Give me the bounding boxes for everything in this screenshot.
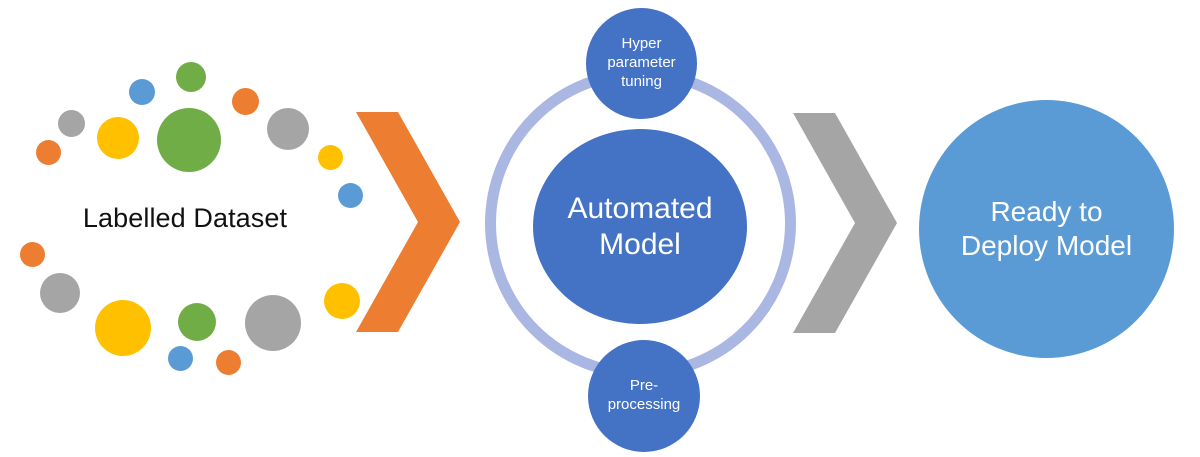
automated-model-stage: Hyper parameter tuning Automated Model P… — [478, 0, 808, 457]
dot-orange-top-right — [232, 88, 259, 115]
dot-grey-bottom-right — [245, 295, 301, 351]
ready-to-deploy-node[interactable]: Ready to Deploy Model — [919, 100, 1174, 358]
dot-blue-right — [338, 183, 363, 208]
labelled-dataset-label: Labelled Dataset — [82, 203, 288, 233]
dot-orange-left — [36, 140, 61, 165]
dot-green-bottom — [178, 303, 216, 341]
preprocessing-node[interactable]: Pre- processing — [588, 340, 700, 452]
automated-model-label: Automated Model — [567, 192, 713, 261]
hyperparameter-tuning-label: Hyper parameter tuning — [607, 35, 676, 90]
dot-yellow-right — [318, 145, 343, 170]
dot-blue-top-left — [129, 79, 155, 105]
dot-grey-upper-right — [267, 108, 309, 150]
dot-orange-lower-left — [20, 242, 45, 267]
automated-model-node[interactable]: Automated Model — [533, 129, 747, 324]
ready-to-deploy-label: Ready to Deploy Model — [960, 196, 1133, 261]
dot-grey-upper-left — [58, 110, 85, 137]
hyperparameter-tuning-node[interactable]: Hyper parameter tuning — [586, 8, 697, 119]
preprocessing-label: Pre- processing — [607, 377, 681, 413]
dot-green-top — [176, 62, 206, 92]
dot-yellow-upper-left — [97, 117, 139, 159]
dot-orange-bottom — [216, 350, 241, 375]
dot-yellow-far-right — [324, 283, 360, 319]
ready-to-deploy-stage: Ready to Deploy Model — [919, 100, 1174, 358]
chevron-orange-icon — [352, 110, 464, 334]
dot-green-large — [157, 108, 221, 172]
labelled-dataset-stage: Labelled Dataset — [0, 0, 370, 457]
chevron-grey-icon — [789, 111, 901, 335]
dot-blue-bottom — [168, 346, 193, 371]
dot-grey-lower-left — [40, 273, 80, 313]
dot-yellow-bottom-left — [95, 300, 151, 356]
